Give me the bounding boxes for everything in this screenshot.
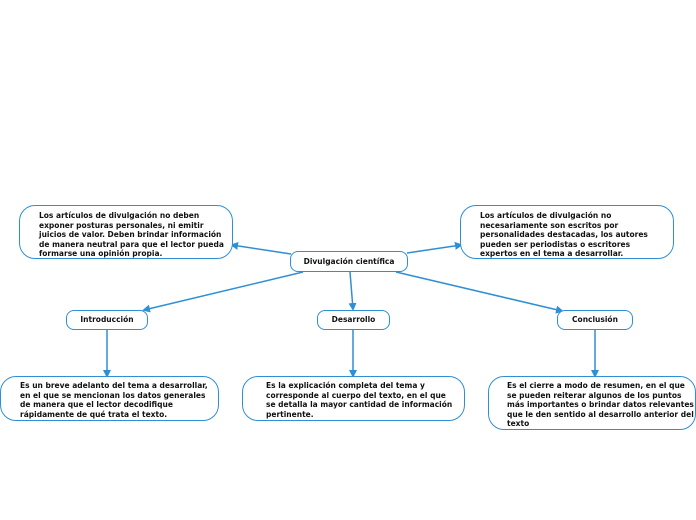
detail-desarrollo-text: Es la explicación completa del tema y co… <box>266 381 453 419</box>
connector-center-to-conclusion <box>395 271 564 314</box>
detail-conclusion[interactable]: Es el cierre a modo de resumen, en el qu… <box>488 376 696 430</box>
top-right-note-text: Los artículos de divulgación no necesari… <box>480 211 648 258</box>
detail-conclusion-text: Es el cierre a modo de resumen, en el qu… <box>507 381 694 428</box>
topic-introduccion[interactable]: Introducción <box>66 310 148 330</box>
top-right-note[interactable]: Los artículos de divulgación no necesari… <box>460 205 674 259</box>
detail-introduccion-text: Es un breve adelanto del tema a desarrol… <box>20 381 208 419</box>
connector-center-to-top-left <box>230 241 292 255</box>
central-topic-label: Divulgación científica <box>303 256 395 266</box>
detail-desarrollo[interactable]: Es la explicación completa del tema y co… <box>242 376 465 421</box>
topic-conclusion-label: Conclusión <box>572 315 618 325</box>
connector-center-to-introduccion <box>142 271 304 313</box>
top-left-note-text: Los artículos de divulgación no deben ex… <box>39 211 224 258</box>
connector-center-to-top-right <box>406 241 463 254</box>
connector-center-to-desarrollo <box>348 271 357 311</box>
topic-desarrollo[interactable]: Desarrollo <box>317 310 390 330</box>
topic-introduccion-label: Introducción <box>80 315 134 325</box>
top-left-note[interactable]: Los artículos de divulgación no deben ex… <box>19 205 233 259</box>
central-topic[interactable]: Divulgación científica <box>290 251 408 272</box>
topic-conclusion[interactable]: Conclusión <box>557 310 633 330</box>
topic-desarrollo-label: Desarrollo <box>331 315 376 325</box>
detail-introduccion[interactable]: Es un breve adelanto del tema a desarrol… <box>0 376 219 421</box>
